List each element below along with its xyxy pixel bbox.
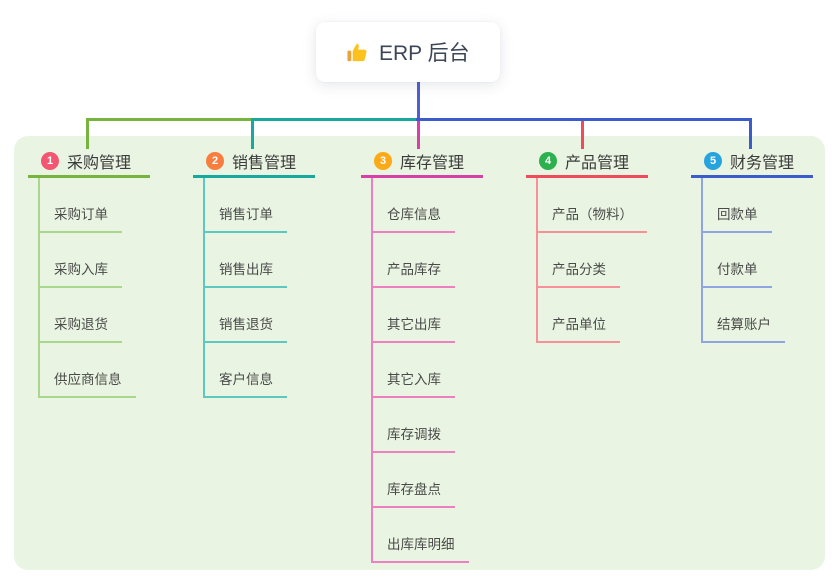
child-item[interactable]: 结算账户 bbox=[701, 288, 813, 343]
root-node-label: ERP 后台 bbox=[379, 42, 470, 65]
root-connector-line bbox=[417, 82, 420, 119]
branch-node-label: 采购管理 bbox=[67, 155, 132, 172]
branch-number-badge: 2 bbox=[206, 152, 224, 170]
branch-children: 回款单付款单结算账户 bbox=[701, 178, 813, 343]
thumbs-up-icon bbox=[346, 41, 369, 64]
branch-underline bbox=[526, 175, 648, 178]
branch-underline bbox=[193, 175, 315, 178]
branch-number-badge: 3 bbox=[374, 152, 392, 170]
child-item-label: 出库库明细 bbox=[371, 537, 469, 563]
branch-node-label: 产品管理 bbox=[565, 155, 630, 172]
child-item[interactable]: 供应商信息 bbox=[38, 343, 150, 398]
branch-3-connector-stub bbox=[417, 118, 420, 149]
child-item[interactable]: 其它入库 bbox=[371, 343, 483, 398]
branch-underline bbox=[361, 175, 483, 178]
child-item[interactable]: 客户信息 bbox=[203, 343, 315, 398]
branches-panel bbox=[14, 136, 825, 570]
branch-column-sales: 2 销售管理 销售订单销售出库销售退货客户信息 bbox=[193, 147, 315, 398]
child-item-label: 产品单位 bbox=[536, 317, 620, 343]
child-item[interactable]: 产品单位 bbox=[536, 288, 648, 343]
child-item[interactable]: 仓库信息 bbox=[371, 178, 483, 233]
child-item-label: 产品（物料） bbox=[536, 207, 647, 233]
child-item[interactable]: 产品（物料） bbox=[536, 178, 648, 233]
child-item-label: 供应商信息 bbox=[38, 372, 136, 398]
child-item[interactable]: 销售出库 bbox=[203, 233, 315, 288]
child-item[interactable]: 库存调拨 bbox=[371, 398, 483, 453]
branch-column-product: 4 产品管理 产品（物料） 产品分类产品单位 bbox=[526, 147, 648, 343]
child-item[interactable]: 付款单 bbox=[701, 233, 813, 288]
branch-number-badge: 4 bbox=[539, 152, 557, 170]
child-item-label: 采购订单 bbox=[38, 207, 122, 233]
branch-2-connector-stub bbox=[251, 118, 254, 149]
child-item-label: 库存调拨 bbox=[371, 427, 455, 453]
child-item-label: 采购退货 bbox=[38, 317, 122, 343]
branch-node-label: 财务管理 bbox=[730, 155, 795, 172]
branch-1-connector-bus bbox=[86, 118, 255, 121]
branch-node[interactable]: 2 销售管理 bbox=[203, 147, 315, 175]
branch-number-badge: 1 bbox=[41, 152, 59, 170]
child-item[interactable]: 库存盘点 bbox=[371, 453, 483, 508]
child-item[interactable]: 销售退货 bbox=[203, 288, 315, 343]
child-item-label: 销售出库 bbox=[203, 262, 287, 288]
child-item-label: 采购入库 bbox=[38, 262, 122, 288]
child-item-label: 库存盘点 bbox=[371, 482, 455, 508]
child-item-label: 销售订单 bbox=[203, 207, 287, 233]
child-item-label: 其它出库 bbox=[371, 317, 455, 343]
branch-node-label: 库存管理 bbox=[400, 155, 465, 172]
branch-5-connector-stub bbox=[749, 118, 752, 149]
child-item-label: 产品分类 bbox=[536, 262, 620, 288]
branch-node[interactable]: 5 财务管理 bbox=[701, 147, 813, 175]
branch-node-label: 销售管理 bbox=[232, 155, 297, 172]
branch-number-badge: 5 bbox=[704, 152, 722, 170]
branch-column-inventory: 3 库存管理 仓库信息产品库存其它出库其它入库库存调拨库存盘点出库库明细 bbox=[361, 147, 483, 563]
child-item[interactable]: 销售订单 bbox=[203, 178, 315, 233]
child-item-label: 仓库信息 bbox=[371, 207, 455, 233]
child-item[interactable]: 产品分类 bbox=[536, 233, 648, 288]
branch-node[interactable]: 4 产品管理 bbox=[536, 147, 648, 175]
child-item-label: 付款单 bbox=[701, 262, 772, 288]
branch-node[interactable]: 1 采购管理 bbox=[38, 147, 150, 175]
child-item-label: 其它入库 bbox=[371, 372, 455, 398]
branch-4-connector-stub bbox=[581, 118, 584, 149]
child-item[interactable]: 其它出库 bbox=[371, 288, 483, 343]
root-node[interactable]: ERP 后台 bbox=[316, 22, 500, 82]
child-item-label: 客户信息 bbox=[203, 372, 287, 398]
child-item[interactable]: 产品库存 bbox=[371, 233, 483, 288]
child-item[interactable]: 回款单 bbox=[701, 178, 813, 233]
branch-2-connector-bus bbox=[252, 118, 419, 121]
branch-5-connector-bus bbox=[416, 118, 752, 121]
branch-underline bbox=[691, 175, 813, 178]
branch-children: 销售订单销售出库销售退货客户信息 bbox=[203, 178, 315, 398]
child-item-label: 回款单 bbox=[701, 207, 772, 233]
branch-column-finance: 5 财务管理 回款单付款单结算账户 bbox=[691, 147, 813, 343]
child-item[interactable]: 出库库明细 bbox=[371, 508, 483, 563]
branch-children: 采购订单采购入库采购退货供应商信息 bbox=[38, 178, 150, 398]
branch-column-purchase: 1 采购管理 采购订单采购入库采购退货供应商信息 bbox=[28, 147, 150, 398]
child-item[interactable]: 采购退货 bbox=[38, 288, 150, 343]
child-item[interactable]: 采购订单 bbox=[38, 178, 150, 233]
child-item-label: 结算账户 bbox=[701, 317, 785, 343]
child-item[interactable]: 采购入库 bbox=[38, 233, 150, 288]
branch-children: 产品（物料） 产品分类产品单位 bbox=[536, 178, 648, 343]
branch-children: 仓库信息产品库存其它出库其它入库库存调拨库存盘点出库库明细 bbox=[371, 178, 483, 563]
branch-1-connector-stub bbox=[86, 118, 89, 149]
branch-underline bbox=[28, 175, 150, 178]
child-item-label: 销售退货 bbox=[203, 317, 287, 343]
child-item-label: 产品库存 bbox=[371, 262, 455, 288]
branch-node[interactable]: 3 库存管理 bbox=[371, 147, 483, 175]
